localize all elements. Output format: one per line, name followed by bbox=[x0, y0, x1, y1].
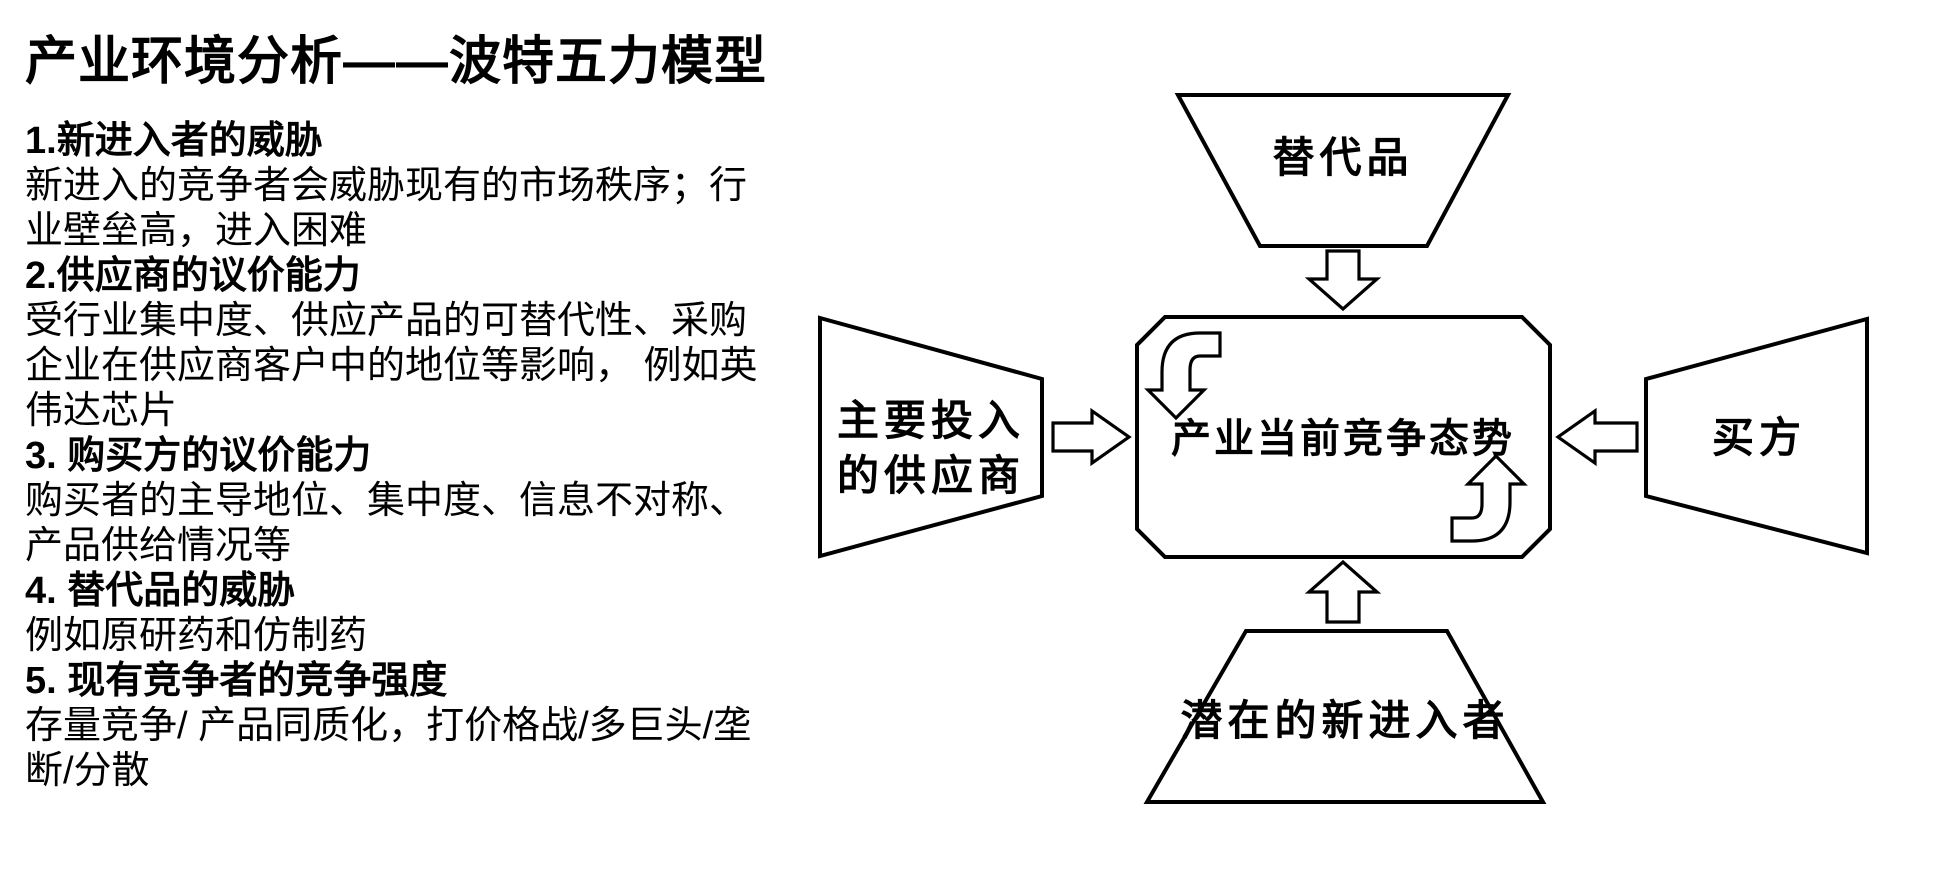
suppliers-label-line1: 主要投入 bbox=[837, 398, 1025, 445]
curved-arrow-up-icon bbox=[1450, 453, 1528, 543]
section-3-body-line: 产品供给情况等 bbox=[25, 525, 292, 567]
center-competition-label: 产业当前竞争态势 bbox=[1171, 416, 1515, 461]
page-title: 产业环境分析——波特五力模型 bbox=[25, 33, 768, 91]
buyers-trapezoid bbox=[1644, 316, 1869, 556]
section-1-body-line: 业壁垒高，进入困难 bbox=[25, 210, 368, 252]
entrants-trapezoid bbox=[1143, 629, 1547, 804]
center-competition-box bbox=[1135, 315, 1552, 559]
section-5-body-line: 断/分散 bbox=[25, 750, 150, 792]
buyers-label: 买方 bbox=[1712, 415, 1806, 462]
section-2-body-line: 伟达芯片 bbox=[25, 390, 178, 432]
section-5-heading: 5. 现有竞争者的竞争强度 bbox=[25, 660, 448, 702]
suppliers-trapezoid bbox=[818, 315, 1044, 559]
section-2-body-line: 企业在供应商客户中的地位等影响， 例如英 bbox=[25, 345, 758, 387]
curved-arrow-down-icon bbox=[1144, 331, 1222, 421]
entrants-label: 潜在的新进入者 bbox=[1180, 698, 1509, 745]
block-arrow-left-icon bbox=[1555, 407, 1639, 467]
substitutes-trapezoid bbox=[1174, 93, 1512, 248]
section-4-body-line: 例如原研药和仿制药 bbox=[25, 615, 368, 657]
suppliers-label-line2: 的供应商 bbox=[837, 453, 1025, 500]
block-arrow-right-icon bbox=[1051, 407, 1132, 467]
analysis-list: 1.新进入者的威胁 新进入的竞争者会威胁现有的市场秩序；行 业壁垒高，进入困难 … bbox=[25, 119, 795, 794]
block-arrow-down-icon bbox=[1304, 249, 1382, 312]
block-arrow-up-icon bbox=[1304, 559, 1382, 624]
substitutes-label: 替代品 bbox=[1272, 135, 1413, 182]
section-5-body-line: 存量竞争/ 产品同质化，打价格战/多巨头/垄 bbox=[25, 705, 752, 747]
section-1-body-line: 新进入的竞争者会威胁现有的市场秩序；行 bbox=[25, 165, 748, 207]
section-1-heading: 1.新进入者的威胁 bbox=[25, 120, 323, 162]
section-2-body-line: 受行业集中度、供应产品的可替代性、采购 bbox=[25, 300, 748, 342]
section-2-heading: 2.供应商的议价能力 bbox=[25, 255, 361, 297]
section-3-heading: 3. 购买方的议价能力 bbox=[25, 435, 372, 477]
section-4-heading: 4. 替代品的威胁 bbox=[25, 570, 296, 612]
section-3-body-line: 购买者的主导地位、集中度、信息不对称、 bbox=[25, 480, 748, 522]
